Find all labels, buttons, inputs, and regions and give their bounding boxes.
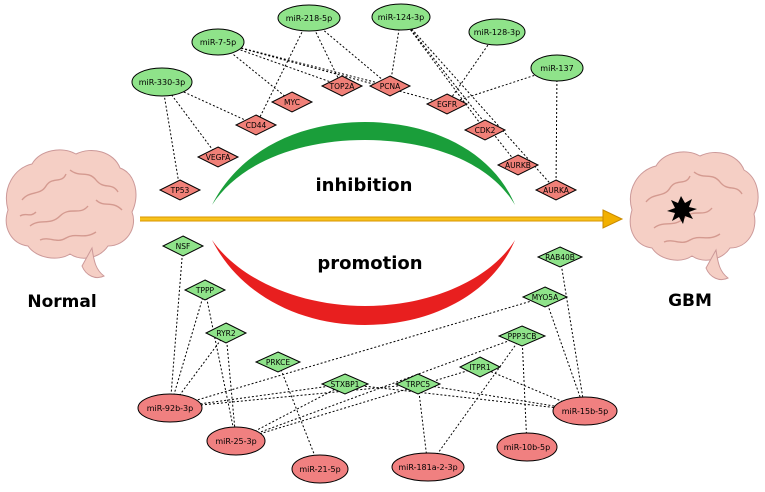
tumor-icon: [667, 196, 697, 224]
mirna-node-mir-330-3p: miR-330-3p: [131, 67, 193, 97]
mirna-node-mir-124-3p: miR-124-3p: [371, 3, 431, 31]
gene-node-top2a: TOP2A: [320, 75, 364, 97]
node-label: AURKB: [505, 161, 531, 170]
mirna-node-mir-137: miR-137: [530, 54, 584, 82]
normal-label: Normal: [27, 292, 96, 312]
node-label: CD44: [246, 121, 267, 130]
gene-node-tppp: TPPP: [183, 279, 227, 301]
node-label: PRKCE: [266, 358, 290, 367]
node-label: miR-137: [540, 64, 573, 73]
node-label: miR-128-3p: [474, 28, 520, 37]
node-label: miR-218-5p: [286, 14, 332, 23]
gene-node-ryr2: RYR2: [204, 322, 248, 344]
gene-node-nsf: NSF: [161, 235, 205, 257]
inhibition-label: inhibition: [316, 175, 413, 196]
gene-node-cdk2: CDK2: [463, 119, 507, 141]
node-label: miR-330-3p: [139, 78, 185, 87]
inhibition-arc: [212, 122, 515, 205]
node-label: AURKA: [543, 186, 570, 195]
gene-node-myo5a: MYO5A: [521, 286, 569, 308]
node-label: RAB40B: [545, 253, 575, 262]
gene-node-itpr1: ITPR1: [458, 356, 502, 378]
node-label: TRPC5: [405, 380, 431, 389]
gene-node-ppp3cb: PPP3CB: [497, 325, 547, 347]
gene-node-aurka: AURKA: [534, 179, 578, 201]
node-label: MYO5A: [532, 293, 559, 302]
promotion-arc: [212, 240, 515, 325]
node-label: VEGFA: [206, 153, 231, 162]
node-label: PPP3CB: [508, 332, 537, 341]
node-label: miR-181a-2-3p: [398, 463, 457, 472]
node-label: CDK2: [475, 126, 496, 135]
mirna-node-mir-10b-5p: miR-10b-5p: [496, 432, 558, 462]
mirna-node-mir-7-5p: miR-7-5p: [191, 28, 245, 56]
node-label: miR-124-3p: [378, 13, 424, 22]
progression-arrow: [140, 209, 624, 229]
gene-node-egfr: EGFR: [425, 93, 469, 115]
node-label: miR-21-5p: [299, 465, 340, 474]
node-label: miR-15b-5p: [562, 407, 608, 416]
gene-node-cd44: CD44: [234, 114, 278, 136]
node-label: miR-92b-3p: [147, 404, 193, 413]
node-label: RYR2: [216, 329, 236, 338]
node-label: STXBP1: [331, 380, 360, 389]
node-label: ITPR1: [469, 363, 491, 372]
gene-node-prkce: PRKCE: [254, 351, 302, 373]
gene-node-tp53: TP53: [158, 179, 202, 201]
gene-node-myc: MYC: [270, 91, 314, 113]
mirna-node-mir-21-5p: miR-21-5p: [291, 454, 349, 484]
gbm-brain-icon: [629, 151, 759, 281]
mirna-node-mir-15b-5p: miR-15b-5p: [552, 396, 618, 426]
gene-node-rab40b: RAB40B: [536, 246, 584, 268]
node-label: EGFR: [437, 100, 457, 109]
node-label: TOP2A: [329, 82, 356, 91]
mirna-node-mir-128-3p: miR-128-3p: [468, 18, 526, 46]
node-label: NSF: [176, 242, 191, 251]
node-label: TPPP: [195, 286, 215, 295]
node-label: MYC: [284, 98, 300, 107]
mirna-node-mir-181a-2-3p: miR-181a-2-3p: [391, 452, 465, 482]
node-label: PCNA: [380, 82, 401, 91]
mirna-node-mir-92b-3p: miR-92b-3p: [137, 393, 203, 423]
node-label: miR-10b-5p: [504, 443, 550, 452]
gbm-label: GBM: [668, 291, 712, 311]
gene-node-aurkb: AURKB: [496, 154, 540, 176]
promotion-label: promotion: [317, 253, 422, 274]
gene-node-vegfa: VEGFA: [196, 146, 240, 168]
mirna-node-mir-218-5p: miR-218-5p: [277, 4, 341, 32]
gene-node-pcna: PCNA: [368, 75, 412, 97]
normal-brain-icon: [5, 149, 137, 279]
gene-node-trpc5: TRPC5: [394, 373, 442, 395]
node-label: TP53: [170, 186, 190, 195]
mirna-node-mir-25-3p: miR-25-3p: [206, 426, 266, 456]
gene-node-stxbp1: STXBP1: [320, 373, 370, 395]
node-label: miR-7-5p: [200, 38, 236, 47]
node-label: miR-25-3p: [215, 437, 256, 446]
